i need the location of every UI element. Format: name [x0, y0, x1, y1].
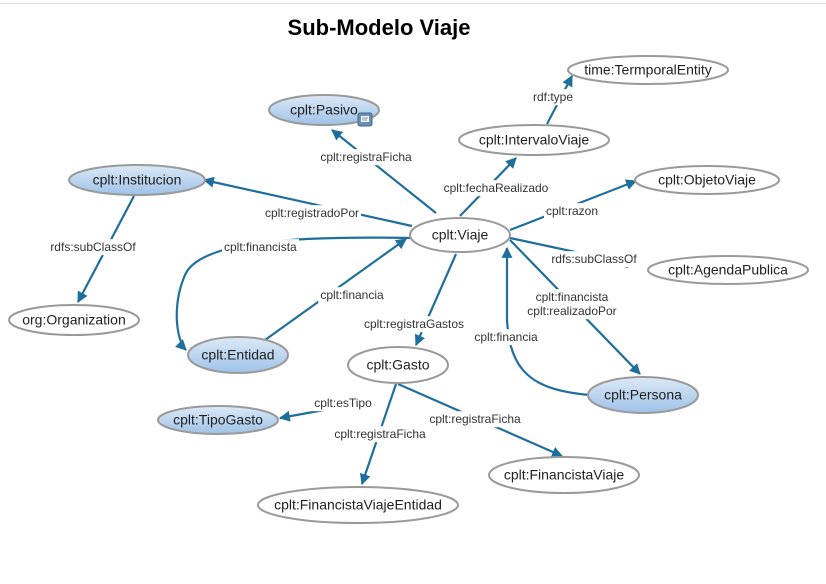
node-ellipse [68, 164, 206, 196]
edge-label: cplt:registraFicha [320, 150, 412, 164]
node-label: cplt:Institucion [93, 172, 182, 188]
node-agenda[interactable]: cplt:AgendaPublica [647, 255, 809, 285]
node-ellipse [187, 336, 289, 374]
node-label: cplt:AgendaPublica [668, 262, 788, 278]
node-ellipse [634, 165, 780, 195]
node-label: cplt:Pasivo [290, 102, 358, 118]
edge-label: cplt:financista [536, 290, 609, 304]
node-ellipse [347, 346, 449, 384]
edge-label: cplt:razon [546, 204, 598, 218]
edge-label-background [427, 411, 524, 428]
edge-label-background [549, 251, 640, 268]
edge-labels-layer: cplt:registraFicha cplt:registradoPor rdfs… [48, 89, 640, 443]
node-label: cplt:FinancistaViajeEntidad [274, 497, 442, 513]
nodes-layer: cplt:Viaje cplt:Pasivo cplt:Institucion org… [8, 55, 809, 524]
node-entidad[interactable]: cplt:Entidad [187, 336, 289, 374]
node-ellipse [257, 486, 459, 524]
edge-label-background [530, 89, 576, 106]
edge-label: cplt:registraFicha [429, 412, 521, 426]
node-ellipse [268, 94, 380, 126]
edge-label-background [533, 289, 611, 306]
edge-label: cplt:financista [224, 240, 297, 254]
edge-label-background [361, 316, 467, 333]
node-persona[interactable]: cplt:Persona [587, 376, 699, 414]
node-ellipse [157, 405, 279, 435]
edge-label: cplt:fechaRealizado [444, 181, 549, 195]
edge-label: cplt:financia [320, 288, 384, 302]
node-label: cplt:Viaje [432, 227, 489, 243]
edge-label-background [262, 205, 362, 222]
edge-label: rdfs:subClassOf [50, 240, 136, 254]
edge-label: cplt:financia [474, 330, 538, 344]
edge-label-background [222, 239, 300, 256]
node-ellipse [409, 217, 511, 253]
node-ellipse [458, 124, 610, 156]
edge-label: cplt:registradoPor [265, 206, 359, 220]
node-fve[interactable]: cplt:FinancistaViajeEntidad [257, 486, 459, 524]
edge-label-background [48, 239, 139, 256]
node-label: cplt:Gasto [366, 357, 429, 373]
edge-viaje-to-pasivo[interactable] [331, 129, 437, 214]
node-label: org:Organization [22, 312, 126, 328]
node-objeto[interactable]: cplt:ObjetoViaje [634, 165, 780, 195]
node-ellipse [488, 456, 640, 494]
node-ellipse [567, 55, 729, 85]
edge-label: cplt:realizadoPor [527, 304, 616, 318]
diagram-title: Sub-Modelo Viaje [287, 15, 471, 40]
node-intervalo[interactable]: cplt:IntervaloViaje [458, 124, 610, 156]
node-viaje[interactable]: cplt:Viaje [409, 217, 511, 253]
top-divider [0, 3, 826, 4]
node-label: cplt:ObjetoViaje [658, 172, 756, 188]
node-label: cplt:IntervaloViaje [479, 132, 589, 148]
edge-persona-to-viaje[interactable] [501, 246, 591, 397]
node-gasto[interactable]: cplt:Gasto [347, 346, 449, 384]
edge-label: rdf:type [533, 90, 573, 104]
node-ellipse [587, 376, 699, 414]
edge-label-background [525, 303, 619, 320]
node-label: time:TermporalEntity [584, 62, 712, 78]
edge-label: cplt:registraFicha [334, 427, 426, 441]
node-institucion[interactable]: cplt:Institucion [68, 164, 206, 196]
node-label: cplt:Entidad [201, 347, 274, 363]
note-icon[interactable] [357, 112, 373, 127]
edge-label-background [543, 203, 601, 220]
edge-label-background [332, 426, 429, 443]
edge-label: cplt:esTipo [314, 396, 372, 410]
edge-viaje-to-entidad[interactable] [175, 236, 411, 351]
node-ellipse [647, 255, 809, 285]
node-tipogasto[interactable]: cplt:TipoGasto [157, 405, 279, 435]
node-ellipse [8, 304, 140, 336]
node-pasivo[interactable]: cplt:Pasivo [268, 94, 380, 127]
node-organization[interactable]: org:Organization [8, 304, 140, 336]
edge-label-background [472, 329, 541, 346]
node-label: cplt:FinancistaViaje [504, 467, 625, 483]
edge-label-background [318, 149, 415, 166]
node-financistaviaje[interactable]: cplt:FinancistaViaje [488, 456, 640, 494]
node-temporal[interactable]: time:TermporalEntity [567, 55, 729, 85]
edge-label-background [441, 180, 551, 197]
edge-label-background [312, 395, 375, 412]
edge-label: rdfs:subClassOf [551, 252, 637, 266]
node-label: cplt:Persona [604, 387, 682, 403]
edge-viaje-to-institucion[interactable] [202, 176, 413, 228]
edge-label-background [318, 287, 387, 304]
node-label: cplt:TipoGasto [173, 412, 263, 428]
edge-label: cplt:registraGastos [364, 317, 464, 331]
